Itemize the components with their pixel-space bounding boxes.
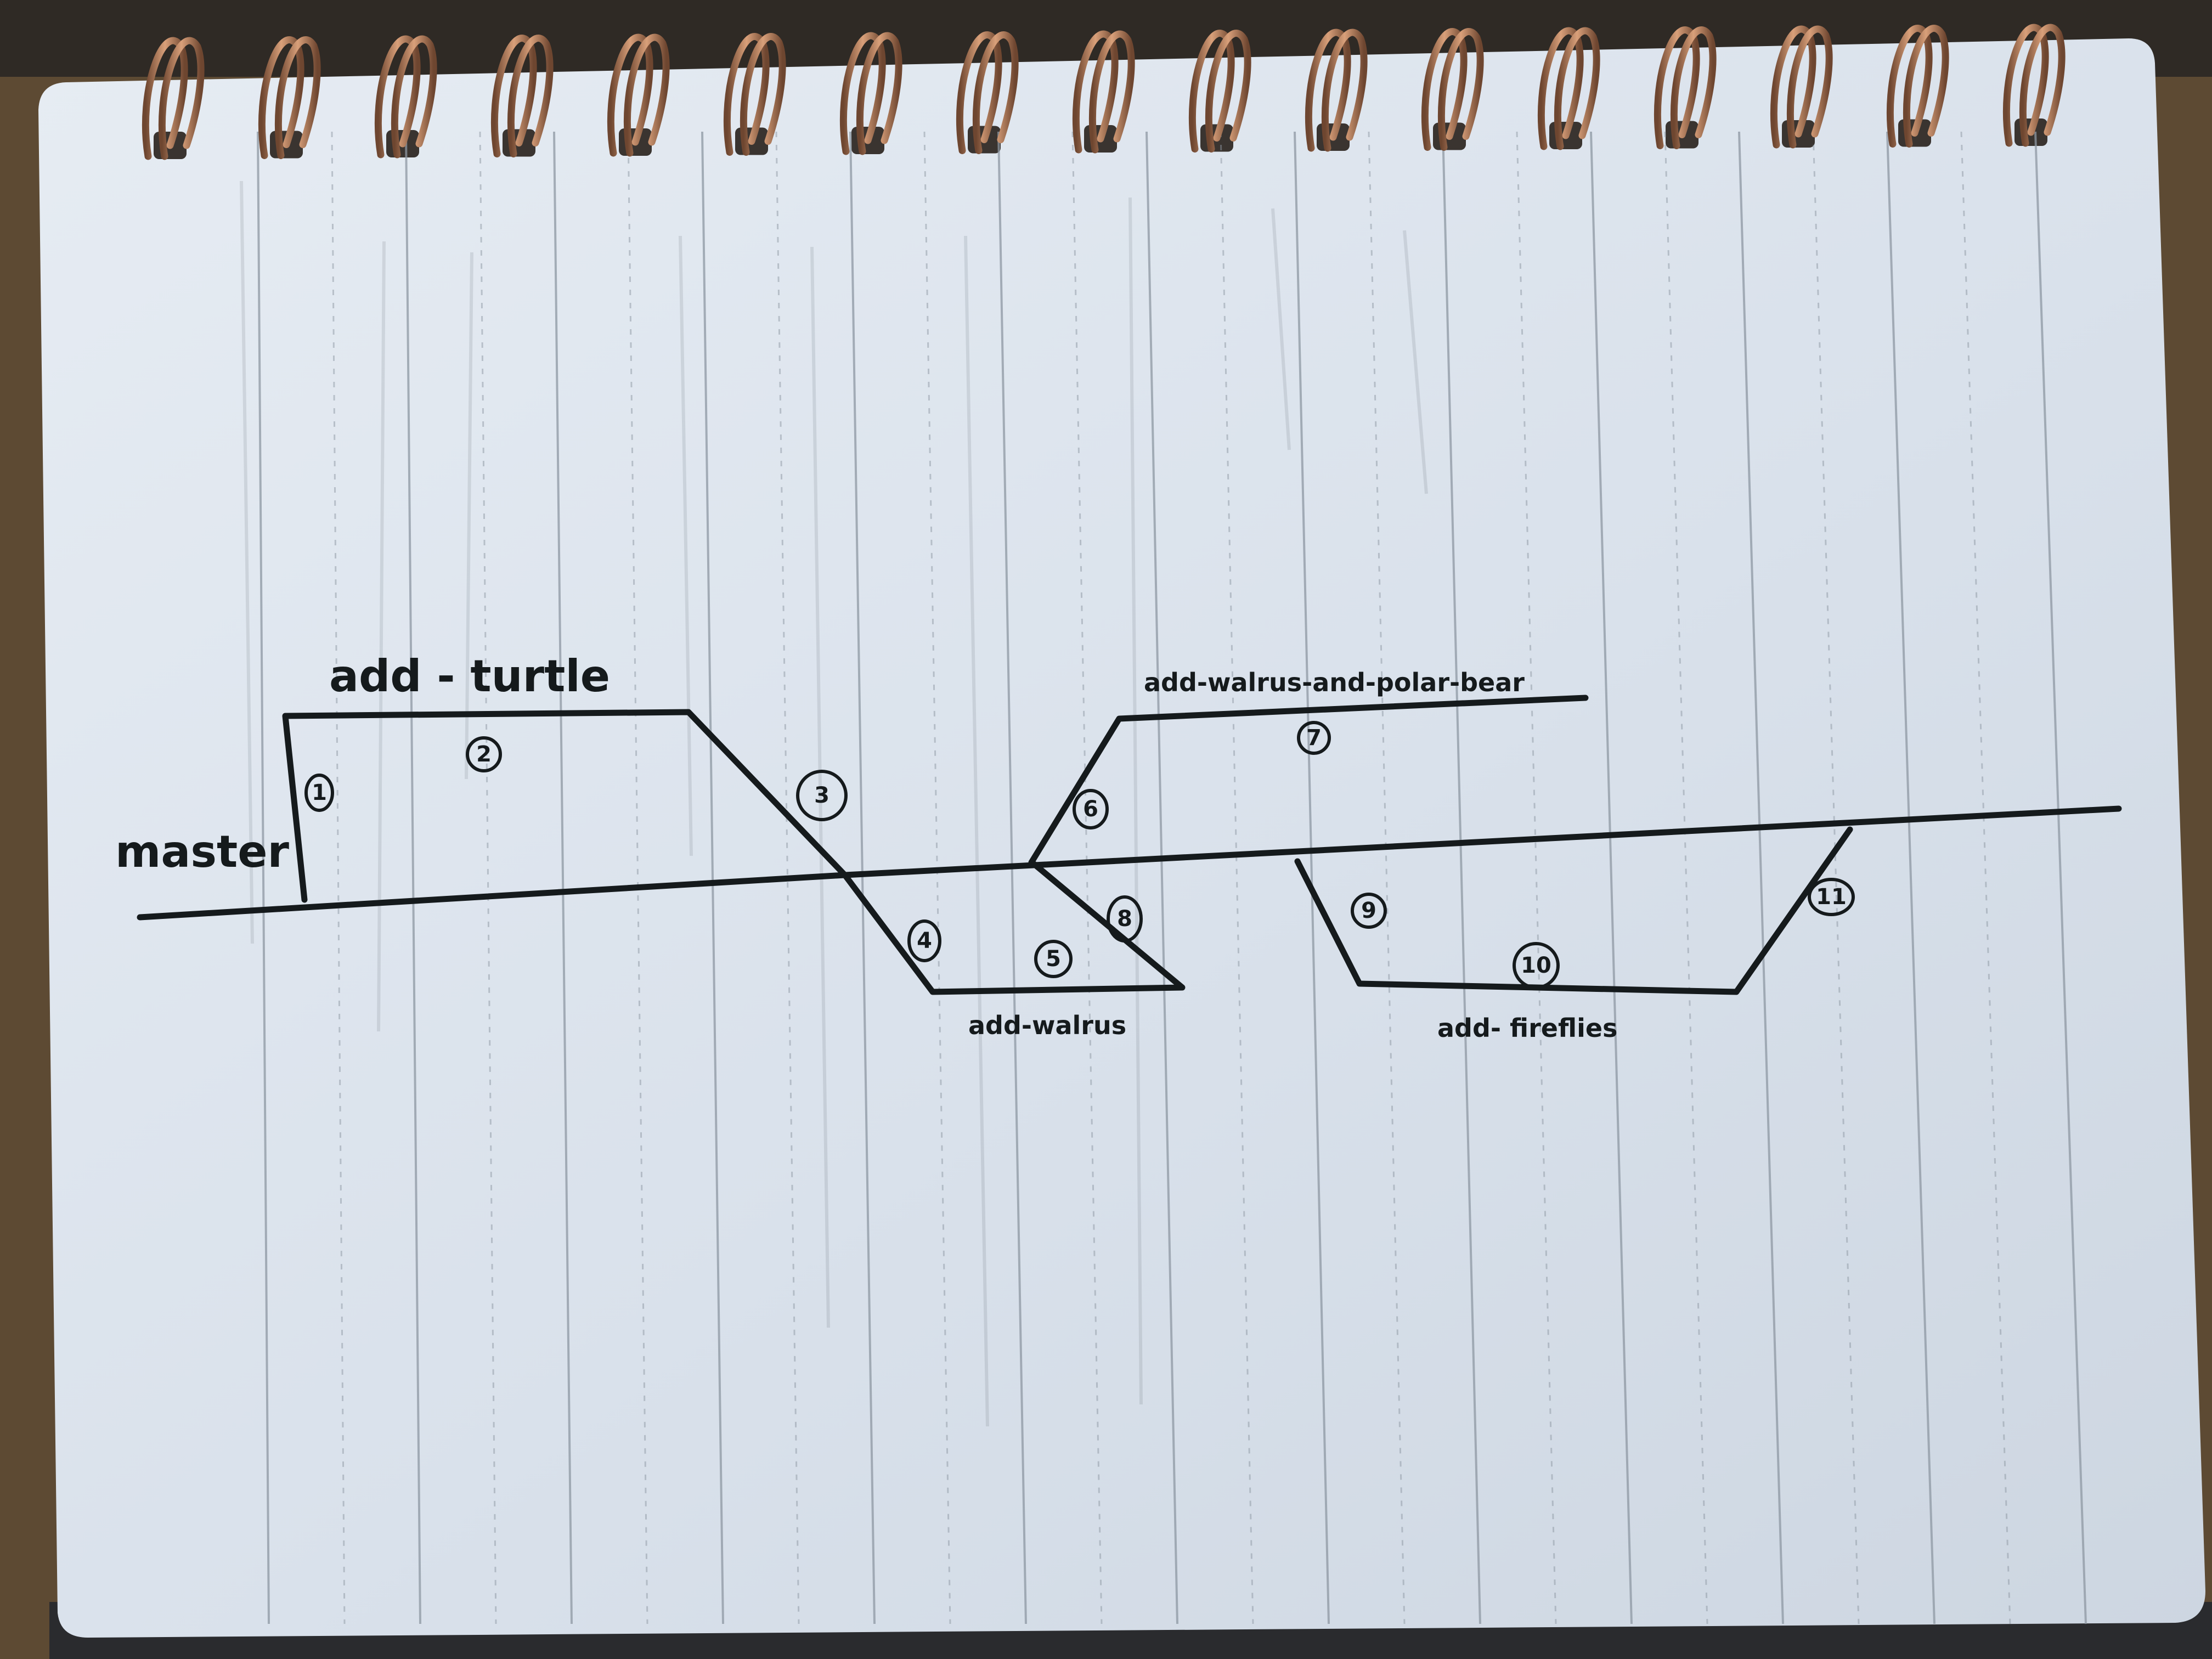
spiral-ring xyxy=(1188,30,1235,153)
svg-text:1: 1 xyxy=(312,780,327,805)
spiral-ring xyxy=(1770,25,1816,149)
commit-marker-3: 3 xyxy=(796,770,848,821)
add-walrus-and-polar-bear-branch-label: add-walrus-and-polar-bear xyxy=(1144,668,1525,697)
spiral-ring xyxy=(1305,29,1351,152)
svg-text:3: 3 xyxy=(814,783,830,808)
commit-marker-6: 6 xyxy=(1073,789,1109,830)
rule-line xyxy=(2034,131,2087,1624)
add-walrus-and-polar-bear-branch-line xyxy=(1028,695,1589,866)
rule-line xyxy=(701,131,724,1624)
commit-marker-4: 4 xyxy=(907,919,941,962)
rule-line xyxy=(257,131,270,1624)
rule-line xyxy=(1146,131,1178,1624)
rule-line xyxy=(1442,131,1481,1624)
rule-lines xyxy=(257,131,2087,1624)
svg-text:8: 8 xyxy=(1117,906,1132,932)
spiral-ring xyxy=(1554,27,1600,150)
add-fireflies-branch-line xyxy=(1294,826,1853,995)
spiral-ring xyxy=(1421,28,1468,151)
svg-text:2: 2 xyxy=(476,742,492,767)
add-turtle-branch-label: add - turtle xyxy=(329,651,610,702)
add-turtle-branch-line xyxy=(282,709,1186,995)
spiral-ring xyxy=(607,33,653,157)
spiral-ring xyxy=(1437,28,1484,151)
spiral-ring xyxy=(723,33,770,156)
rule-line xyxy=(1886,131,1936,1624)
spiral-ring xyxy=(374,35,421,159)
rule-line xyxy=(1294,131,1330,1624)
add-walrus-branch-label: add-walrus xyxy=(968,1011,1126,1040)
commit-marker-1: 1 xyxy=(304,774,334,812)
add-fireflies-branch-label: add- fireflies xyxy=(1437,1013,1617,1043)
git-branch-diagram: master add - turtle add-walrus-and-polar… xyxy=(115,651,2122,1043)
spiral-ring xyxy=(490,35,537,157)
commit-marker-9: 9 xyxy=(1351,893,1387,929)
spiral-ring xyxy=(1537,27,1584,150)
svg-text:10: 10 xyxy=(1521,953,1551,978)
svg-text:5: 5 xyxy=(1046,946,1061,972)
spiral-ring xyxy=(258,36,304,159)
spiral-ring xyxy=(1321,29,1368,152)
spiral-ring xyxy=(2019,24,2066,147)
spiral-ring xyxy=(1786,25,1833,149)
rule-line xyxy=(1738,131,1784,1624)
spiral-ring xyxy=(856,32,902,155)
spiral-ring xyxy=(1670,26,1717,149)
commit-marker-2: 2 xyxy=(466,736,502,772)
master-branch-label: master xyxy=(115,826,289,877)
rule-line xyxy=(849,131,876,1624)
back-page-bleed xyxy=(240,180,1428,1427)
svg-text:4: 4 xyxy=(917,928,932,953)
commit-marker-11: 11 xyxy=(1808,878,1855,916)
commit-marker-8: 8 xyxy=(1107,895,1143,943)
spiral-ring xyxy=(142,37,188,160)
spiral-ring xyxy=(972,31,1019,154)
spiral-ring xyxy=(1072,30,1119,154)
rule-line xyxy=(997,131,1027,1624)
notebook-page xyxy=(38,38,2205,1638)
spiral-ring xyxy=(623,33,670,157)
spiral-ring xyxy=(2002,24,2049,147)
spiral-ring xyxy=(740,33,786,156)
spiral-ring xyxy=(507,35,554,157)
rule-line xyxy=(1590,131,1633,1624)
commit-marker-10: 10 xyxy=(1513,942,1560,989)
spiral-ring xyxy=(956,31,1002,154)
spiral-ring xyxy=(391,35,437,159)
commit-marker-5: 5 xyxy=(1034,940,1073,978)
spiral-ring xyxy=(274,36,321,159)
svg-text:7: 7 xyxy=(1306,725,1322,751)
spiral-ring xyxy=(158,37,205,160)
spiral-ring xyxy=(1205,30,1251,153)
svg-text:6: 6 xyxy=(1083,797,1098,822)
svg-text:11: 11 xyxy=(1816,884,1847,910)
rule-line xyxy=(553,131,573,1624)
spiral-ring xyxy=(1903,25,1949,148)
spiral-ring xyxy=(839,32,886,155)
svg-text:9: 9 xyxy=(1361,898,1376,923)
spiral-binding xyxy=(142,24,2066,160)
spiral-ring xyxy=(1654,26,1700,149)
rule-line xyxy=(405,131,421,1624)
spiral-ring xyxy=(1088,30,1135,154)
commit-marker-7: 7 xyxy=(1297,721,1331,755)
spiral-ring xyxy=(1886,25,1933,148)
